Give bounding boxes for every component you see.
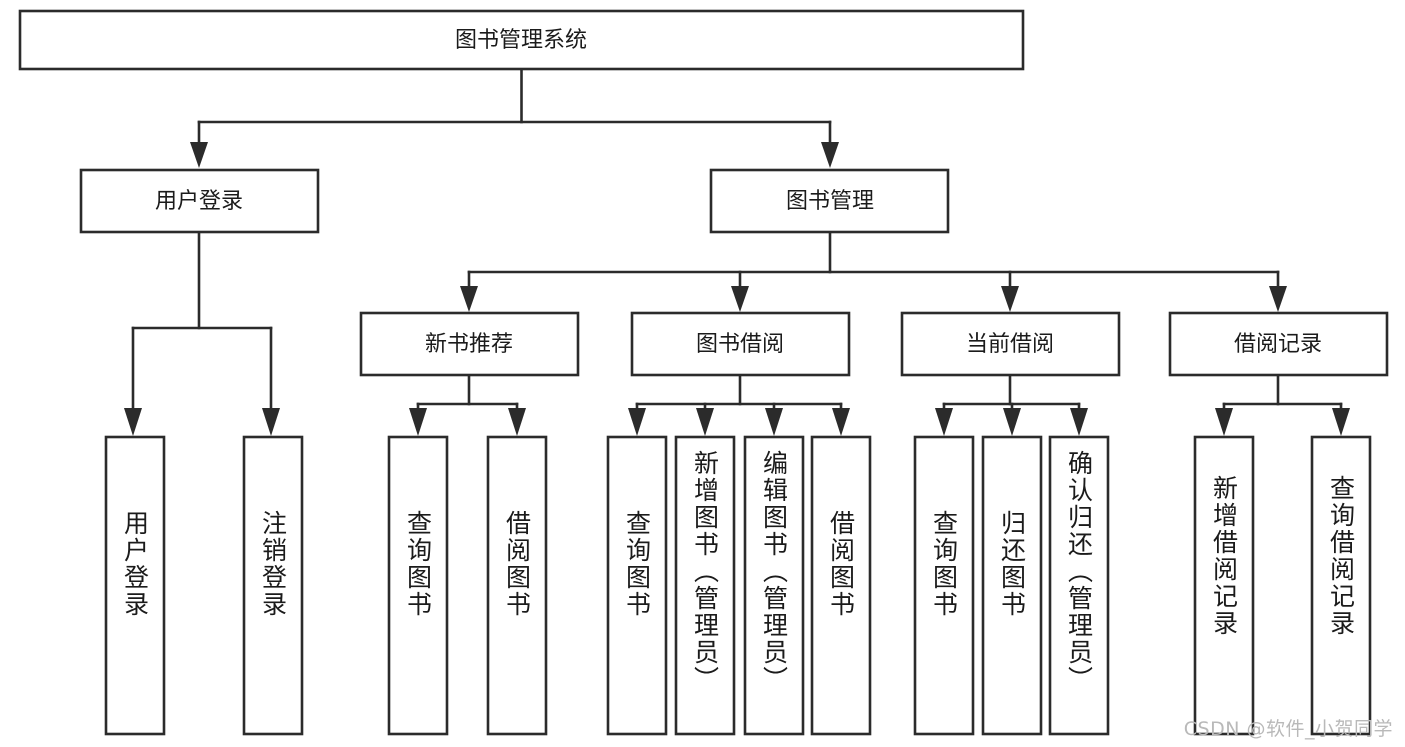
leaf-borrow-book-b[interactable]: 借阅图书 xyxy=(810,435,872,736)
node-book-management-box[interactable] xyxy=(709,168,950,234)
leaf-query-book-a-box[interactable] xyxy=(387,435,449,736)
node-current-borrow[interactable]: 当前借阅 xyxy=(900,311,1121,377)
node-borrow-record[interactable]: 借阅记录 xyxy=(1168,311,1389,377)
leaf-edit-book[interactable]: 编辑图书（管理员） xyxy=(743,435,805,736)
leaf-query-book-c-label: 查询图书 xyxy=(930,510,959,618)
arrow-head-bookmgmt xyxy=(821,142,839,168)
leaf-borrow-book-a-box[interactable] xyxy=(486,435,548,736)
leaf-confirm-return-label: 确认归还（管理员） xyxy=(1065,450,1094,693)
node-new-book-recommend[interactable]: 新书推荐 xyxy=(359,311,580,377)
leaf-edit-book-label: 编辑图书（管理员） xyxy=(760,450,789,693)
node-new-book-recommend-label: 新书推荐 xyxy=(425,332,513,357)
leaf-add-book[interactable]: 新增图书（管理员） xyxy=(674,435,736,736)
arrow-head-leaf-query-book-b xyxy=(628,408,646,436)
leaf-query-book-b-box[interactable] xyxy=(606,435,668,736)
arrow-head-leaf-add-book xyxy=(696,408,714,436)
node-book-management-label: 图书管理 xyxy=(786,189,874,214)
leaf-borrow-book-a-label: 借阅图书 xyxy=(503,510,532,618)
node-new-book-recommend-box[interactable] xyxy=(359,311,580,377)
leaf-add-record-label: 新增借阅记录 xyxy=(1210,475,1239,637)
arrow-head-leaf-confirm-return xyxy=(1070,408,1088,436)
leaf-logout-box[interactable] xyxy=(242,435,304,736)
leaf-borrow-book-a[interactable]: 借阅图书 xyxy=(486,435,548,736)
node-root-system[interactable]: 图书管理系统 xyxy=(18,9,1025,71)
arrow-head-leaf-query-book-c xyxy=(935,408,953,436)
node-book-borrow-label: 图书借阅 xyxy=(696,332,784,357)
leaf-confirm-return-box[interactable] xyxy=(1048,435,1110,736)
arrow-head-leaf-return-book xyxy=(1003,408,1021,436)
arrow-head-leaf-borrow-book-a xyxy=(508,408,526,436)
leaf-edit-book-box[interactable] xyxy=(743,435,805,736)
node-book-borrow[interactable]: 图书借阅 xyxy=(630,311,851,377)
leaf-query-record-label: 查询借阅记录 xyxy=(1327,475,1356,637)
leaf-query-record-box[interactable] xyxy=(1310,435,1372,736)
arrow-head-new-book-rec xyxy=(460,286,478,312)
leaf-return-book[interactable]: 归还图书 xyxy=(981,435,1043,736)
node-current-borrow-box[interactable] xyxy=(900,311,1121,377)
leaf-add-record[interactable]: 新增借阅记录 xyxy=(1193,435,1255,736)
leaf-query-book-b-label: 查询图书 xyxy=(623,510,652,618)
node-borrow-record-box[interactable] xyxy=(1168,311,1389,377)
arrow-head-leaf-query-record xyxy=(1332,408,1350,436)
leaf-confirm-return[interactable]: 确认归还（管理员） xyxy=(1048,435,1110,736)
node-user-login-box[interactable] xyxy=(79,168,320,234)
arrow-head-leaf-add-record xyxy=(1215,408,1233,436)
leaf-user-login-box[interactable] xyxy=(104,435,166,736)
leaf-borrow-book-b-box[interactable] xyxy=(810,435,872,736)
leaf-query-record[interactable]: 查询借阅记录 xyxy=(1310,435,1372,736)
arrow-head-leaf-query-book-a xyxy=(409,408,427,436)
node-root-box[interactable] xyxy=(18,9,1025,71)
leaf-return-book-label: 归还图书 xyxy=(998,510,1027,618)
leaf-return-book-box[interactable] xyxy=(981,435,1043,736)
node-user-login-label: 用户登录 xyxy=(155,189,243,214)
leaf-query-book-a-label: 查询图书 xyxy=(404,510,433,618)
leaf-user-login-label: 用户登录 xyxy=(121,510,150,618)
leaf-query-book-c-box[interactable] xyxy=(913,435,975,736)
arrow-head-leaf-edit-book xyxy=(765,408,783,436)
leaf-add-record-box[interactable] xyxy=(1193,435,1255,736)
connector-layer xyxy=(124,67,1350,436)
node-root-label: 图书管理系统 xyxy=(455,28,587,53)
leaf-query-book-a[interactable]: 查询图书 xyxy=(387,435,449,736)
leaf-query-book-b[interactable]: 查询图书 xyxy=(606,435,668,736)
leaf-add-book-box[interactable] xyxy=(674,435,736,736)
node-book-management[interactable]: 图书管理 xyxy=(709,168,950,234)
arrow-head-current-borrow xyxy=(1001,286,1019,312)
leaf-logout[interactable]: 注销登录 xyxy=(242,435,304,736)
node-current-borrow-label: 当前借阅 xyxy=(966,332,1054,357)
leaf-user-login[interactable]: 用户登录 xyxy=(104,435,166,736)
leaf-query-book-c[interactable]: 查询图书 xyxy=(913,435,975,736)
leaf-borrow-book-b-label: 借阅图书 xyxy=(827,510,856,618)
node-book-borrow-box[interactable] xyxy=(630,311,851,377)
node-borrow-record-label: 借阅记录 xyxy=(1234,332,1322,357)
leaf-add-book-label: 新增图书（管理员） xyxy=(691,450,720,693)
arrow-head-userlogin xyxy=(190,142,208,168)
arrow-head-book-borrow xyxy=(731,286,749,312)
leaf-logout-label: 注销登录 xyxy=(259,510,288,618)
arrow-head-leaf-logout xyxy=(262,408,280,436)
arrow-head-leaf-borrow-book-b xyxy=(832,408,850,436)
arrow-head-borrow-record xyxy=(1269,286,1287,312)
arrow-head-leaf-user-login xyxy=(124,408,142,436)
node-user-login[interactable]: 用户登录 xyxy=(79,168,320,234)
